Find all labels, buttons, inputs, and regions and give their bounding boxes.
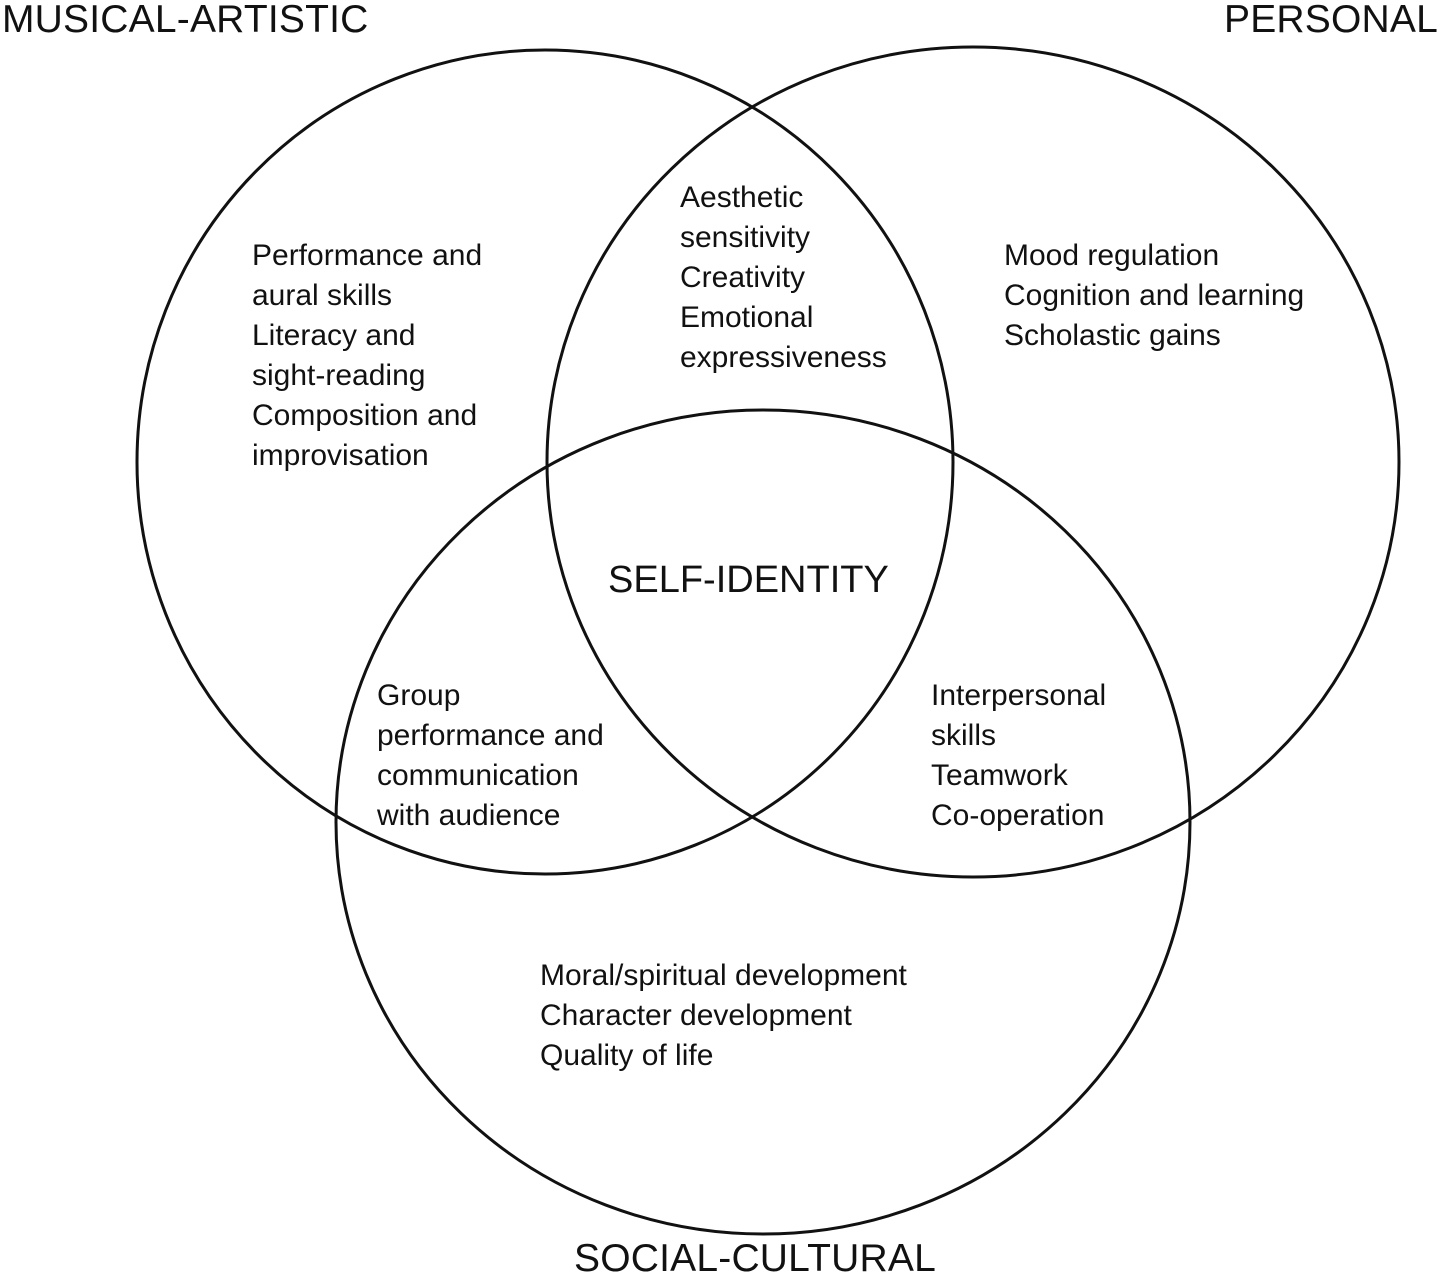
region-text-line: Literacy and [252,319,416,352]
region-text-line: Teamwork [931,759,1068,792]
region-text-line: sight-reading [252,359,426,392]
region-text-line: Group [377,679,461,712]
region-text-line: with audience [377,799,561,832]
region-musical-only: Performance and aural skills Literacy an… [252,236,482,476]
region-text-line: Creativity [680,261,806,294]
region-musical-social: Group performance and communication with… [377,676,604,836]
region-text-line: skills [931,719,996,752]
region-text-line: improvisation [252,439,429,472]
region-text-line: Quality of life [540,1039,714,1072]
region-text-line: Co-operation [931,799,1105,832]
set-label-musical-artistic: MUSICAL-ARTISTIC [2,0,369,41]
region-text-line: Scholastic gains [1004,319,1221,352]
region-text-line: Interpersonal [931,679,1107,712]
region-text-line: Emotional [680,301,814,334]
circle-musical-artistic [135,48,955,876]
region-text-line: Character development [540,999,852,1032]
circle-personal [545,45,1401,879]
circle-social-cultural [334,408,1192,1236]
region-text-line: expressiveness [680,341,887,374]
region-text-line: Aesthetic [680,181,804,214]
region-text-line: performance and [377,719,604,752]
center-label-self-identity: SELF-IDENTITY [608,559,889,601]
region-text-line: Mood regulation [1004,239,1220,272]
region-personal-only: Mood regulation Cognition and learning S… [1004,236,1304,356]
region-text-line: Composition and [252,399,478,432]
region-text-line: Performance and [252,239,483,272]
region-social-only: Moral/spiritual development Character de… [540,956,907,1076]
region-text-line: Cognition and learning [1004,279,1305,312]
set-label-personal: PERSONAL [1224,0,1439,41]
region-musical-personal: Aesthetic sensitivity Creativity Emotion… [680,178,887,378]
region-text-line: aural skills [252,279,393,312]
region-text-line: sensitivity [680,221,811,254]
region-personal-social: Interpersonal skills Teamwork Co-operati… [931,676,1106,836]
region-text-line: Moral/spiritual development [540,959,907,992]
region-text-line: communication [377,759,579,792]
set-label-social-cultural: SOCIAL-CULTURAL [574,1237,937,1280]
